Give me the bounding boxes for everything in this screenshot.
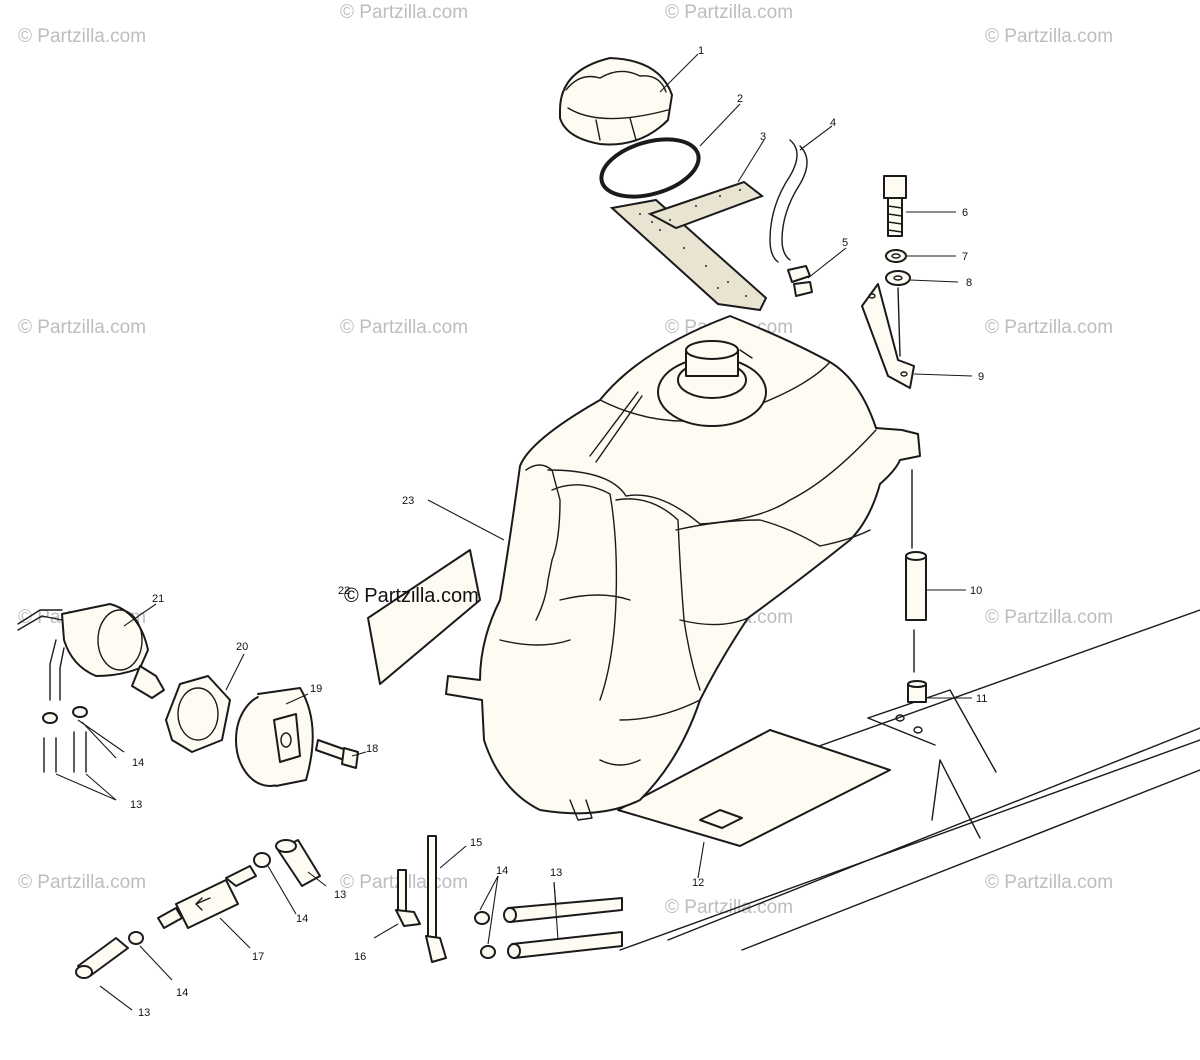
- callout-13-lower: 13: [138, 1007, 150, 1019]
- callout-19: 19: [310, 683, 322, 695]
- pump-mount: [235, 687, 314, 787]
- foam-texture: [639, 189, 747, 297]
- callout-7: 7: [962, 251, 968, 263]
- callout-5: 5: [842, 237, 848, 249]
- flat-washer: [885, 270, 911, 286]
- callout-4: 4: [830, 117, 836, 129]
- overlay-watermark: © Partzilla.com: [344, 585, 479, 607]
- callout-9: 9: [978, 371, 984, 383]
- watermark: © Partzilla.com: [985, 317, 1113, 338]
- elbow-fittings: [395, 835, 447, 963]
- watermark: © Partzilla.com: [18, 26, 146, 47]
- watermark: © Partzilla.com: [665, 2, 793, 23]
- callout-numbers: 1 2 3 4 5 6 7 8 9 10 11 12 13 13 13 13 1…: [130, 45, 987, 1019]
- leader-lines: [55, 53, 973, 1011]
- callout-1: 1: [698, 45, 704, 57]
- fuel-lines: [75, 839, 623, 979]
- watermark: © Partzilla.com: [985, 607, 1113, 628]
- lock-washer: [885, 249, 907, 263]
- grommet: [907, 680, 927, 703]
- tank-bracket: [861, 283, 915, 389]
- spacer: [905, 469, 927, 673]
- vent-fitting: [787, 265, 813, 297]
- callout-16: 16: [354, 951, 366, 963]
- callout-8: 8: [966, 277, 972, 289]
- vent-hose: [769, 139, 808, 263]
- foam-insulation: [609, 180, 768, 312]
- fuel-pump: [17, 603, 165, 701]
- callout-14-pump: 14: [132, 757, 144, 769]
- hose-clamps: [128, 852, 496, 959]
- callout-3: 3: [760, 131, 766, 143]
- heat-shield: [367, 549, 481, 685]
- callout-17: 17: [252, 951, 264, 963]
- mount-screw: [315, 739, 359, 769]
- callout-6: 6: [962, 207, 968, 219]
- callout-23: 23: [402, 495, 414, 507]
- watermark: © Partzilla.com: [340, 2, 468, 23]
- callout-20: 20: [236, 641, 248, 653]
- pump-hose-clamps: [42, 706, 88, 773]
- callout-13-tubes: 13: [550, 867, 562, 879]
- callout-18: 18: [366, 743, 378, 755]
- callout-10: 10: [970, 585, 982, 597]
- callout-14-clamps: 14: [496, 865, 508, 877]
- callout-22: 22: [338, 585, 350, 597]
- fuel-cap: [559, 57, 673, 146]
- callout-12: 12: [692, 877, 704, 889]
- fuel-tank: [445, 315, 921, 821]
- callout-15: 15: [470, 837, 482, 849]
- callout-14-filter: 14: [296, 913, 308, 925]
- callout-14-lower: 14: [176, 987, 188, 999]
- fuel-filter: [157, 865, 257, 929]
- callout-2: 2: [737, 93, 743, 105]
- o-ring: [599, 137, 701, 199]
- tank-pad: [617, 729, 891, 847]
- bolt: [883, 175, 907, 237]
- callout-13-pump: 13: [130, 799, 142, 811]
- callout-21: 21: [152, 593, 164, 605]
- watermark: © Partzilla.com: [18, 872, 146, 893]
- watermark: © Partzilla.com: [340, 317, 468, 338]
- lock-nut: [165, 675, 231, 753]
- callout-11: 11: [976, 693, 987, 705]
- watermark: © Partzilla.com: [985, 26, 1113, 47]
- watermark: © Partzilla.com: [985, 872, 1113, 893]
- watermark: © Partzilla.com: [665, 897, 793, 918]
- watermark: © Partzilla.com: [18, 317, 146, 338]
- callout-13-line: 13: [334, 889, 346, 901]
